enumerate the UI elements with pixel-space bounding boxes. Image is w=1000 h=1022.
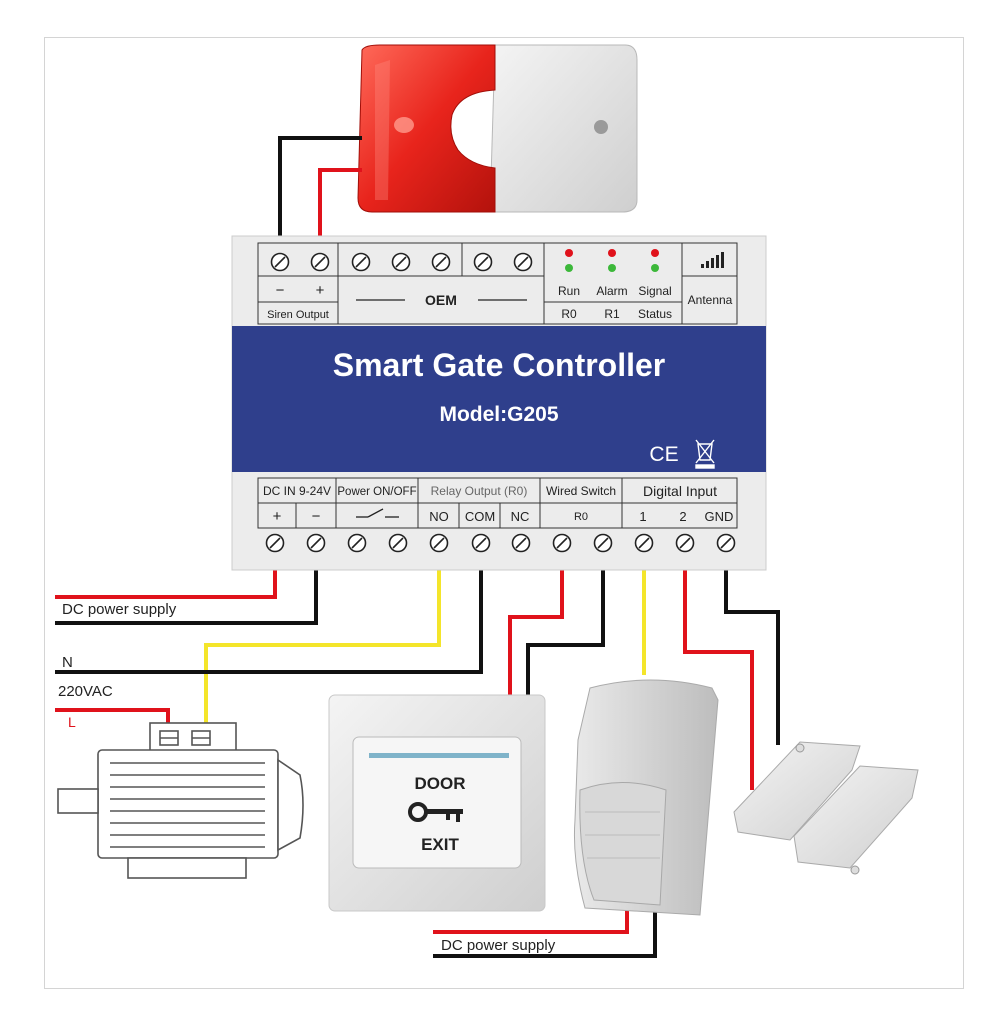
dc-in-label: DC IN 9-24V: [263, 484, 331, 498]
mains-voltage-label: 220VAC: [58, 683, 113, 700]
screw-terminal: [306, 533, 326, 553]
relay-no-label: NO: [429, 509, 449, 524]
gate-motor: [57, 722, 304, 879]
siren-minus-label: −: [276, 282, 285, 299]
oem-label: OEM: [425, 292, 457, 308]
relay-com-label: COM: [465, 509, 495, 524]
screw-terminal: [351, 252, 371, 272]
exit-label: EXIT: [421, 835, 459, 854]
digital-input-2-label: 2: [679, 509, 686, 524]
controller-model: Model:G205: [439, 403, 558, 426]
dc-minus-label: −: [312, 508, 321, 525]
ce-mark: CE: [649, 443, 678, 466]
screw-terminal: [431, 252, 451, 272]
run-label: Run: [558, 284, 580, 298]
dc-power-supply-label-bottom: DC power supply: [441, 937, 556, 954]
screw-terminal: [391, 252, 411, 272]
power-switch-symbol: [356, 508, 399, 518]
controller-front-panel: [232, 326, 766, 472]
neutral-label: N: [62, 654, 73, 671]
bottom-screw-terminals: [265, 533, 736, 553]
digital-input-1-label: 1: [639, 509, 646, 524]
key-icon: [408, 802, 463, 822]
magnetic-door-contact: [733, 741, 919, 875]
pir-motion-sensor: [573, 679, 719, 916]
controller-title: Smart Gate Controller: [333, 347, 666, 383]
alarm-label: Alarm: [596, 284, 627, 298]
screw-terminal: [347, 533, 367, 553]
siren-plus-label: +: [316, 282, 325, 299]
screw-terminal: [593, 533, 613, 553]
run-led-green: [565, 264, 573, 272]
signal-led-green: [651, 264, 659, 272]
r0-led-label: R0: [561, 307, 577, 321]
relay-nc-label: NC: [511, 509, 530, 524]
run-led-red: [565, 249, 573, 257]
screw-terminal: [388, 533, 408, 553]
dc-power-supply-label-left: DC power supply: [62, 601, 177, 618]
alarm-led-red: [608, 249, 616, 257]
bottom-terminal-grid: [257, 477, 738, 529]
antenna-label: Antenna: [688, 293, 733, 307]
live-label: L: [68, 714, 76, 730]
relay-output-label: Relay Output (R0): [431, 484, 528, 498]
alarm-led-green: [608, 264, 616, 272]
wired-switch-r0-label: R0: [574, 511, 588, 523]
controller-body: [231, 235, 767, 571]
screw-terminal: [513, 252, 533, 272]
status-leds: [565, 249, 659, 272]
signal-led-red: [651, 249, 659, 257]
screw-terminal: [716, 533, 736, 553]
siren-output-label: Siren Output: [267, 309, 329, 321]
status-led-label: Status: [638, 307, 672, 321]
screw-terminal: [511, 533, 531, 553]
dc-plus-label: +: [273, 508, 282, 525]
wired-switch-label: Wired Switch: [546, 484, 616, 498]
screw-terminal: [310, 252, 330, 272]
top-terminal-grid: [257, 242, 738, 325]
exit-button: DOOR EXIT: [328, 694, 546, 912]
screw-terminal: [265, 533, 285, 553]
exit-button-led-strip: [369, 753, 509, 758]
door-label: DOOR: [415, 774, 466, 793]
digital-input-gnd-label: GND: [705, 509, 734, 524]
screw-terminal: [634, 533, 654, 553]
digital-input-label: Digital Input: [643, 483, 717, 499]
screw-terminal: [552, 533, 572, 553]
screw-terminal: [429, 533, 449, 553]
signal-label: Signal: [638, 284, 671, 298]
r1-led-label: R1: [604, 307, 620, 321]
diagram-frame: [44, 37, 964, 989]
screw-terminal: [473, 252, 493, 272]
screw-terminal: [675, 533, 695, 553]
signal-strength-icon: [701, 252, 724, 268]
siren: [357, 44, 638, 213]
top-screw-terminals: [270, 252, 533, 272]
power-onoff-label: Power ON/OFF: [337, 486, 416, 498]
screw-terminal: [270, 252, 290, 272]
weee-bin-icon: [695, 439, 715, 469]
screw-terminal: [471, 533, 491, 553]
